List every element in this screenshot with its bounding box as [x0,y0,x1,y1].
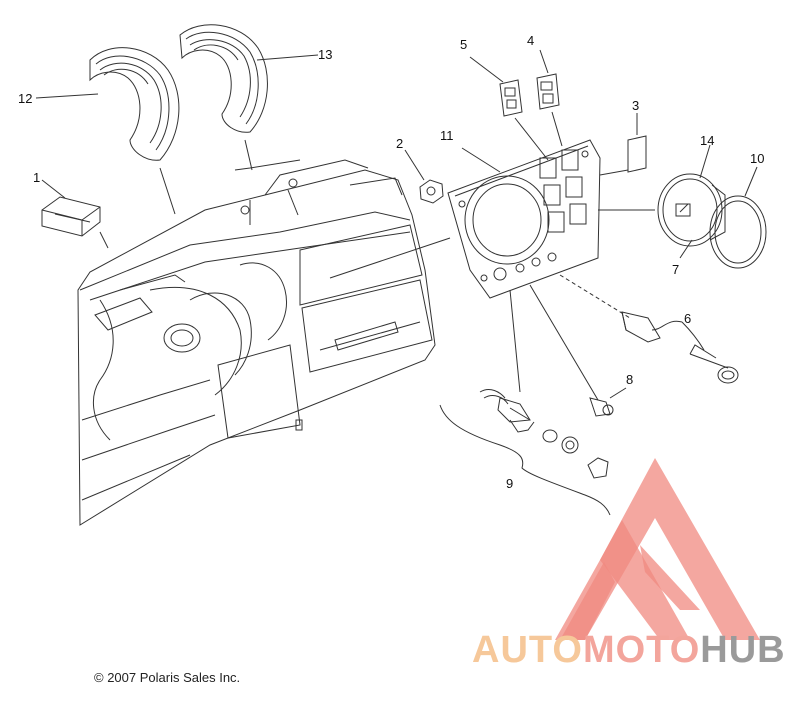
callout-labels: 1 2 3 4 5 6 7 8 9 10 11 12 13 14 [18,33,764,491]
callout-2: 2 [396,136,403,151]
part-6-power-socket [621,311,739,384]
part-5-switch [499,79,523,117]
dashboard-panel [77,159,436,526]
watermark-wordmark: AUTOMOTOHUB [472,628,786,672]
callout-7: 7 [672,262,679,277]
part-10-gauge-ring [709,195,767,269]
copyright-notice: © 2007 Polaris Sales Inc. [94,670,241,685]
callout-9: 9 [506,476,513,491]
callout-12: 12 [18,91,32,106]
callout-3: 3 [632,98,639,113]
part-2-nut [419,179,444,204]
part-1-blank-plug [41,196,101,237]
callout-11: 11 [440,128,454,143]
part-8-indicator-lamp [589,397,614,417]
watermark-word-hub: HUB [700,629,786,671]
part-3-plate [627,135,647,173]
watermark-word-auto: AUTO [472,629,583,671]
part-4-switch [536,73,560,110]
callout-5: 5 [460,37,467,52]
part-12-left-pad [89,47,180,161]
part-11-instrument-bezel [447,139,601,299]
part-13-right-pad [179,24,268,133]
callout-13: 13 [318,47,332,62]
callout-1: 1 [33,170,40,185]
watermark-logo-icon [555,458,760,640]
callout-14: 14 [700,133,714,148]
callout-10: 10 [750,151,764,166]
watermark-word-moto: MOTO [582,629,701,671]
callout-4: 4 [527,33,534,48]
callout-8: 8 [626,372,633,387]
part-9-bracket [439,404,611,516]
part-9-ignition-switch [479,389,609,479]
leader-lines [35,49,758,421]
callout-6: 6 [684,311,691,326]
